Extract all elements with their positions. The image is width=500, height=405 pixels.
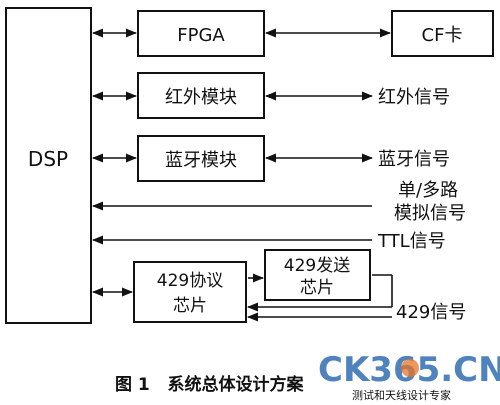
- watermark-dot-icon: [401, 359, 419, 377]
- chip-429-protocol-label-line2: 芯片: [173, 296, 207, 316]
- ir-module-block: 红外模块: [137, 72, 265, 119]
- cf-card-block: CF卡: [391, 10, 494, 57]
- chip-429-send-label-line1: 429发送: [284, 256, 350, 276]
- analog-signal-label-line1: 单/多路: [398, 180, 458, 201]
- dsp-label: DSP: [28, 147, 68, 171]
- ttl-signal-label: TTL信号: [377, 231, 446, 252]
- bt-module-block: 蓝牙模块: [137, 135, 265, 182]
- chip-429-protocol-block: 429协议 芯片: [133, 261, 247, 323]
- bt-signal-label: 蓝牙信号: [378, 149, 450, 170]
- analog-signal-label-line2: 模拟信号: [394, 203, 466, 224]
- cf-card-label: CF卡: [422, 25, 463, 46]
- ir-module-label: 红外模块: [165, 87, 237, 108]
- chip-429-send-label-line2: 芯片: [300, 278, 334, 298]
- fpga-block: FPGA: [137, 10, 265, 57]
- watermark-tagline: 测试和天线设计专家: [352, 388, 451, 402]
- fpga-label: FPGA: [177, 25, 225, 46]
- dsp-block: DSP: [5, 7, 92, 324]
- chip-429-protocol-label-line1: 429协议: [157, 271, 223, 291]
- figure-caption: 图 1 系统总体设计方案: [115, 374, 305, 395]
- chip-429-send-block: 429发送 芯片: [264, 249, 371, 301]
- bt-module-label: 蓝牙模块: [165, 150, 237, 171]
- signal-429-label: 429信号: [396, 302, 466, 323]
- ck365-watermark: CK365.CN 测试和天线设计专家: [318, 350, 500, 402]
- ir-signal-label: 红外信号: [378, 87, 450, 108]
